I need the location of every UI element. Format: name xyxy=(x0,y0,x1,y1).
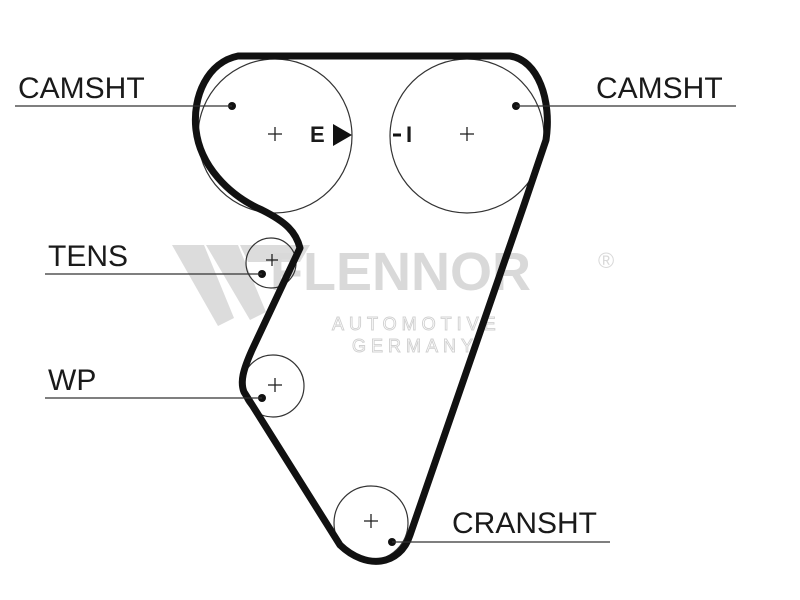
timing-belt xyxy=(191,52,551,565)
watermark-line1: AUTOMOTIVE xyxy=(332,314,501,334)
intake-marker: I xyxy=(406,122,412,147)
watermark-logo-icon xyxy=(172,245,310,326)
watermark-line2: GERMANY xyxy=(352,336,478,356)
left-camshaft-center-icon xyxy=(268,127,282,141)
watermark-brand: FLENNOR xyxy=(270,242,531,302)
watermark-registered: ® xyxy=(598,248,614,273)
left-camshaft-label: CAMSHT xyxy=(18,72,145,105)
crankshaft-label: CRANSHT xyxy=(452,507,597,540)
right-camshaft-center-icon xyxy=(460,127,474,141)
water-pump-label: WP xyxy=(48,364,96,397)
exhaust-marker: E xyxy=(310,122,325,147)
water-pump-center-icon xyxy=(268,378,282,392)
tensioner-center-icon xyxy=(266,254,278,266)
watermark: FLENNOR ® AUTOMOTIVE GERMANY xyxy=(172,242,614,356)
tensioner-label: TENS xyxy=(48,240,128,273)
right-camshaft-label: CAMSHT xyxy=(596,72,723,105)
exhaust-arrow-icon xyxy=(333,124,352,146)
crankshaft-center-icon xyxy=(364,514,378,528)
